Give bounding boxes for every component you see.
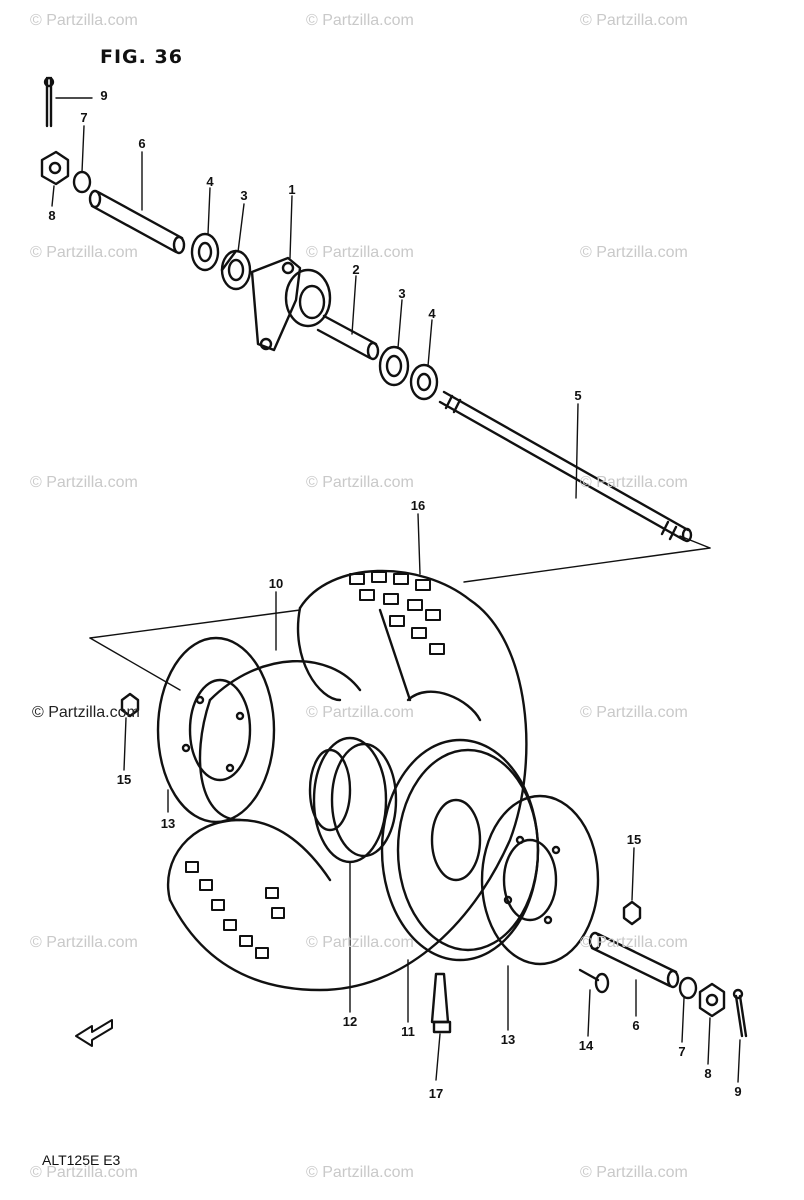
callout-label: 9: [100, 88, 108, 103]
callout-label: 7: [678, 1044, 686, 1059]
rim-half-outer: [380, 738, 540, 962]
callout-label: 1: [288, 182, 296, 197]
callout-label: 12: [342, 1014, 358, 1029]
tire: [167, 569, 528, 992]
washer-bottom: [678, 976, 698, 1000]
wheel-disc-left: [156, 636, 276, 824]
spacer-bottom: [588, 931, 680, 989]
callout-label: 15: [116, 772, 132, 787]
watermark: © Partzilla.com: [30, 1164, 138, 1181]
washer-top: [72, 170, 92, 194]
leader-lines: [51, 125, 741, 1083]
callout-label: 4: [428, 306, 436, 321]
front-arrow-icon: [75, 1019, 113, 1047]
cotter-pin-bottom: [732, 988, 748, 1038]
valve-stem: [430, 972, 452, 1034]
callout-label: 3: [398, 286, 406, 301]
watermark: © Partzilla.com: [306, 474, 414, 491]
callout-label: 4: [206, 174, 214, 189]
oil-seal-top: [190, 232, 220, 272]
cotter-pin-top: [43, 76, 55, 128]
watermark: © Partzilla.com: [580, 704, 688, 721]
hub-housing: [250, 256, 332, 352]
callout-label: 8: [48, 208, 56, 223]
callout-label: 13: [160, 816, 176, 831]
callout-label: 3: [240, 188, 248, 203]
callout-label: 11: [401, 1024, 415, 1039]
castle-nut-top: [40, 150, 70, 186]
copyright-notice: © Partzilla.com: [32, 704, 140, 721]
watermark: © Partzilla.com: [580, 1164, 688, 1181]
watermark: © Partzilla.com: [306, 12, 414, 29]
figure-title: FIG. 36: [100, 46, 183, 68]
watermark: © Partzilla.com: [580, 474, 688, 491]
watermark: © Partzilla.com: [580, 12, 688, 29]
watermark: © Partzilla.com: [30, 244, 138, 261]
bearing-top: [220, 249, 252, 291]
callout-label: 6: [632, 1018, 640, 1033]
callout-label: 7: [80, 110, 88, 125]
watermark: © Partzilla.com: [30, 474, 138, 491]
callout-label: 14: [578, 1038, 594, 1053]
callout-label: 2: [352, 262, 360, 277]
watermark: © Partzilla.com: [580, 244, 688, 261]
watermark: © Partzilla.com: [580, 934, 688, 951]
watermark: © Partzilla.com: [306, 934, 414, 951]
spacer-middle: [316, 314, 380, 361]
callout-label: 8: [704, 1066, 712, 1081]
callout-label: 9: [734, 1084, 742, 1099]
callout-label: 10: [268, 576, 284, 591]
axle: [438, 390, 693, 543]
spacer-top: [88, 189, 186, 255]
wheel-disc-right: [480, 794, 600, 966]
watermark: © Partzilla.com: [30, 934, 138, 951]
wheel-bolt: [578, 968, 610, 994]
oil-seal-lower: [409, 363, 439, 401]
bearing-lower: [378, 345, 410, 387]
callout-label: 15: [626, 832, 642, 847]
callout-label: 5: [574, 388, 582, 403]
castle-nut-bottom: [698, 982, 726, 1018]
callout-label: 16: [410, 498, 426, 513]
explode-lines: [55, 97, 711, 691]
watermark: © Partzilla.com: [306, 704, 414, 721]
wheel-nut-right: [622, 900, 642, 926]
watermark: © Partzilla.com: [30, 12, 138, 29]
tire-tread: [185, 571, 445, 959]
model-code: ALT125E E3: [42, 1152, 121, 1168]
wheel-nut-left: [120, 692, 140, 718]
watermark: © Partzilla.com: [306, 1164, 414, 1181]
watermark: © Partzilla.com: [306, 244, 414, 261]
callout-label: 17: [428, 1086, 444, 1101]
callout-label: 13: [500, 1032, 516, 1047]
callout-label: 6: [138, 136, 146, 151]
